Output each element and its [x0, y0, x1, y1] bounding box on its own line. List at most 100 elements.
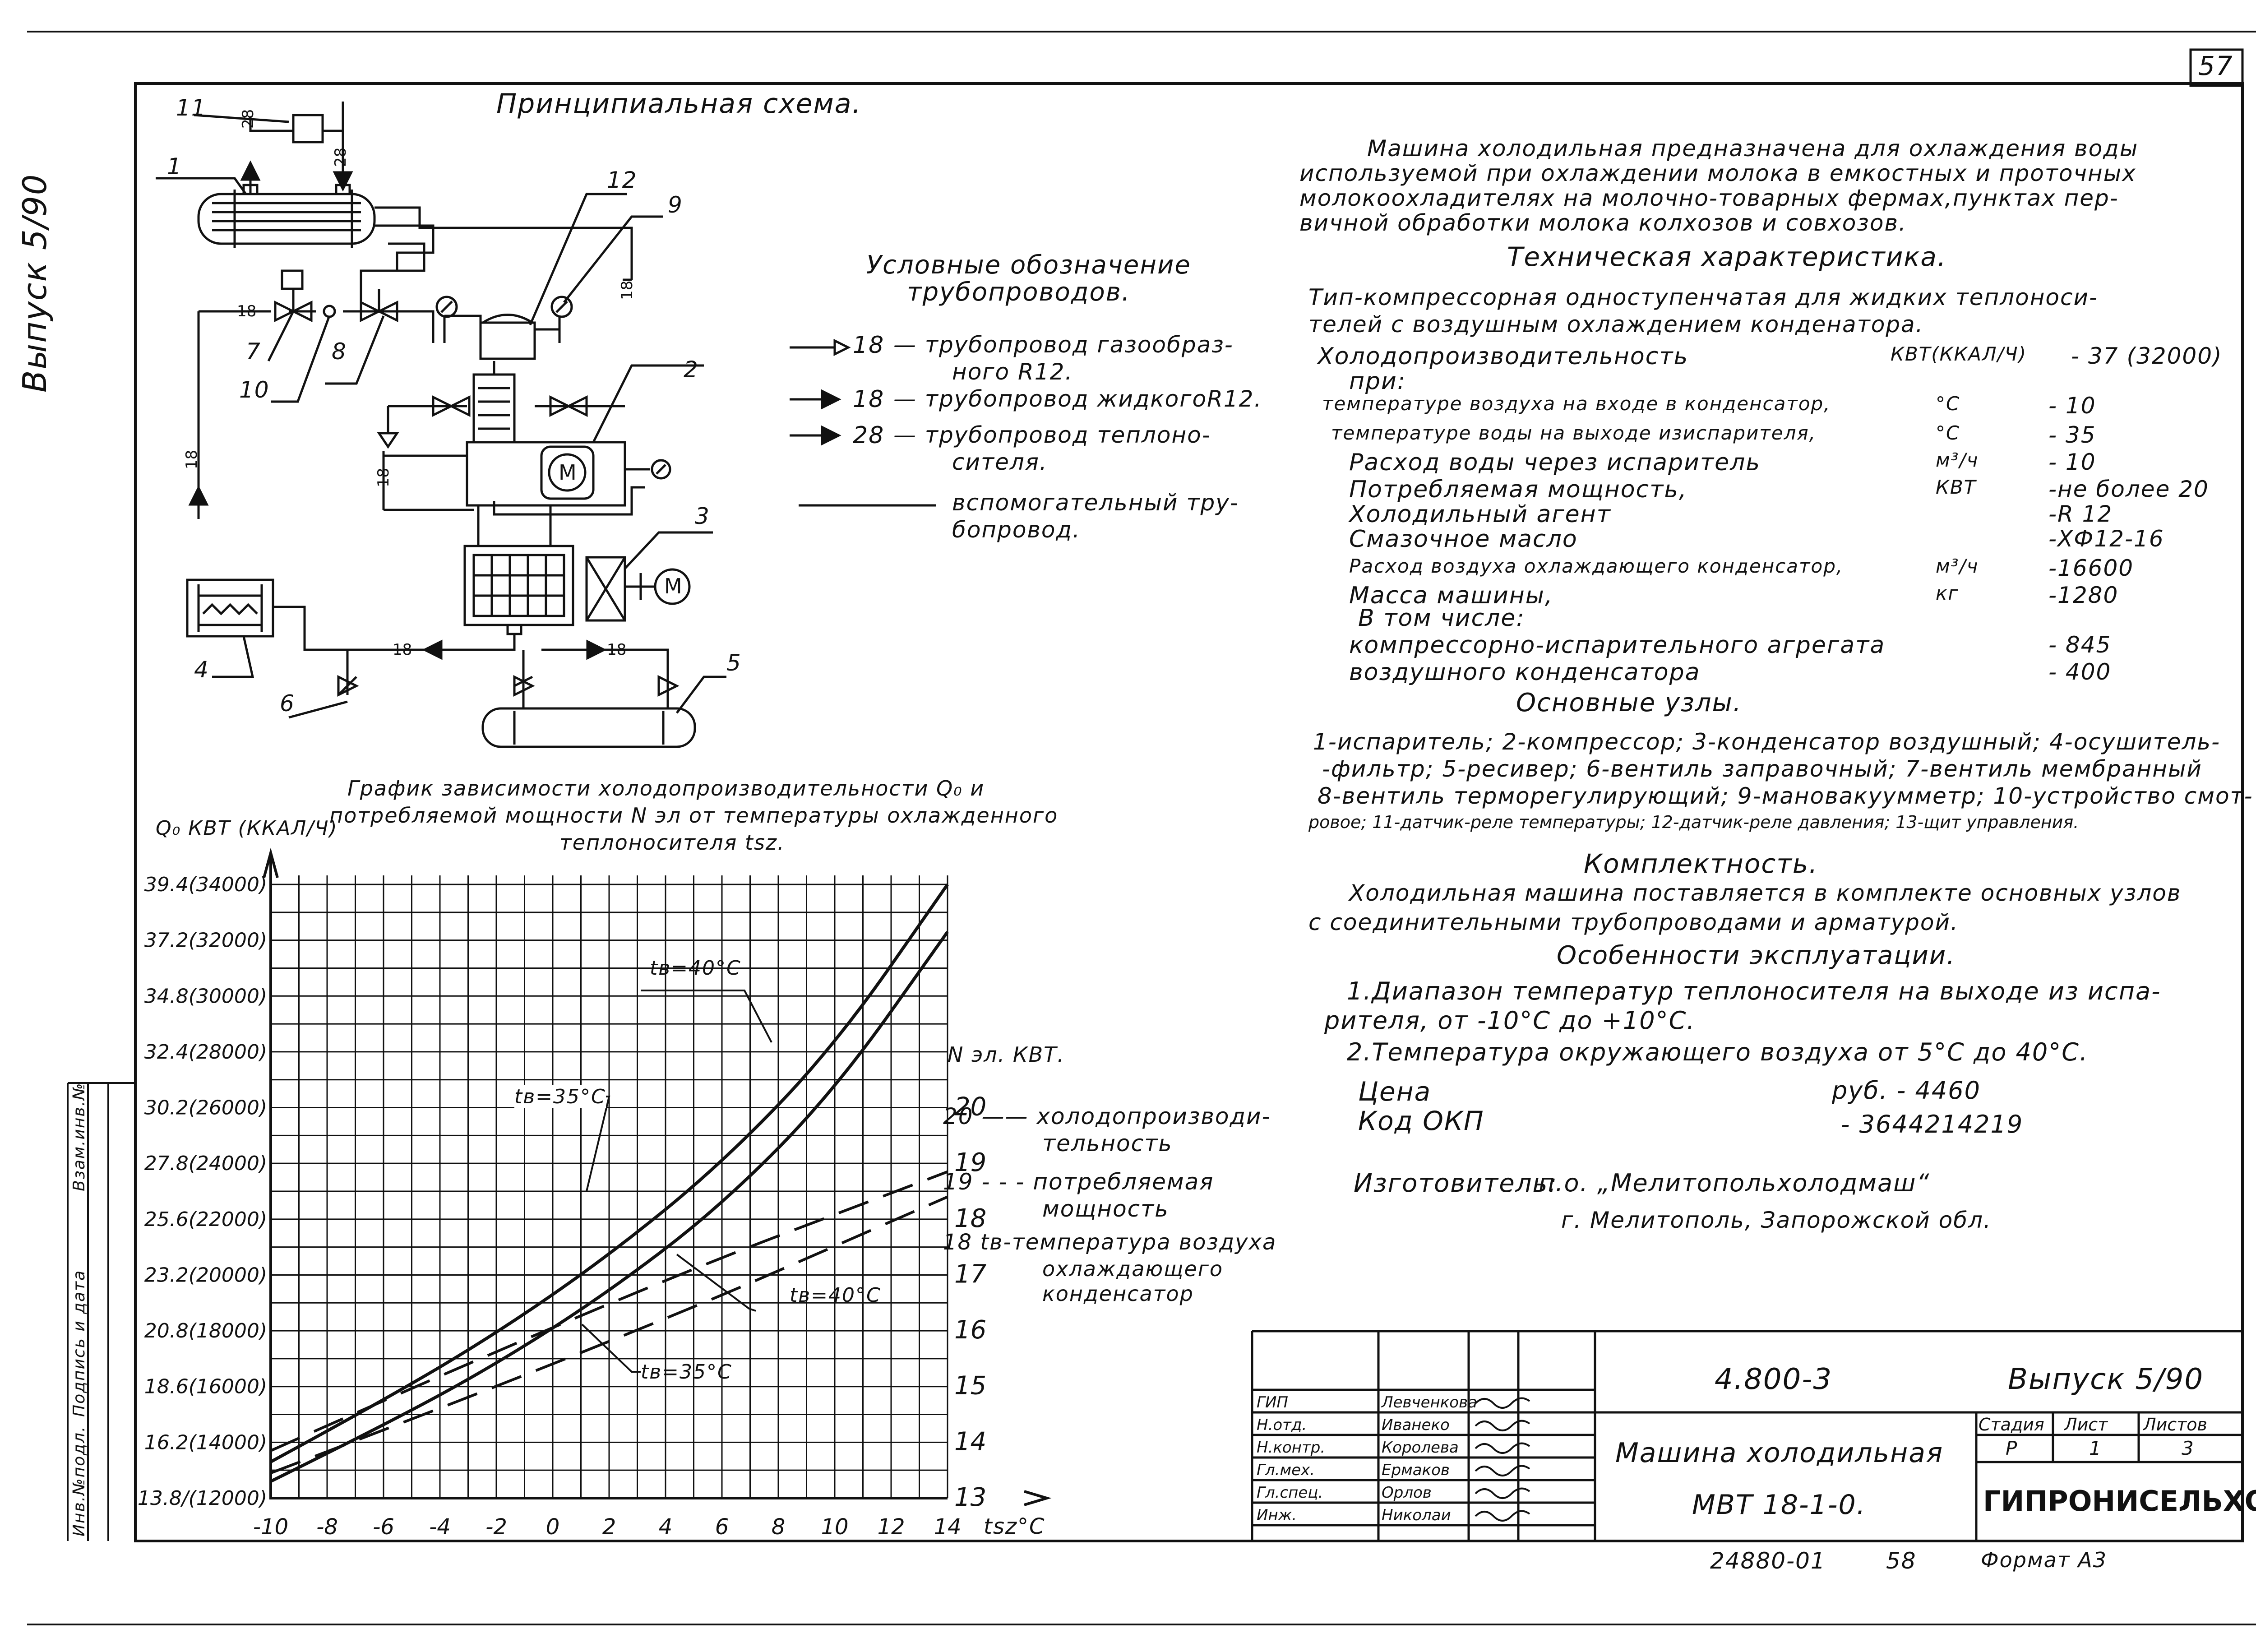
maker-label: Изготовитель:: [1354, 1169, 1558, 1198]
description-line: молокоохладителях на молочно-товарных фе…: [1299, 185, 2119, 211]
stamp-name: Орлов: [1382, 1484, 1432, 1502]
spec-value: -не более 20: [2048, 476, 2209, 502]
y-axis-label: Q₀ КВТ (ККАЛ/Ч): [156, 817, 338, 840]
legend-code: 18: [853, 332, 885, 359]
signature-mark: [1475, 1442, 1530, 1454]
footer-number: 24880-01: [1710, 1548, 1826, 1574]
spec-value: -16600: [2048, 555, 2134, 581]
graph-title: потребляемой мощности N эл от температур…: [329, 803, 1059, 828]
left-strip-sign: Подпись и дата: [70, 1269, 88, 1417]
spec-unit: КВТ(ККАЛ/Ч): [1891, 343, 2027, 365]
series-line-cooling: [270, 883, 949, 1463]
spec-label: Смазочное масло: [1349, 526, 1578, 553]
series-line-power: [270, 1170, 948, 1452]
spec-label: компрессорно-испарительного агрегата: [1349, 632, 1886, 659]
legend-text: — трубопровод теплоно-: [893, 422, 1211, 448]
chart-axes: [263, 847, 1052, 1506]
x-tick-label: -8: [316, 1514, 338, 1540]
left-strip-inv: Инв.№подл.: [70, 1425, 88, 1536]
okp-value: - 3644214219: [1841, 1110, 2024, 1138]
spec-label: при:: [1349, 368, 1406, 395]
signature-mark: [1475, 1397, 1530, 1409]
ops-line: рителя, от -10°С до +10°С.: [1324, 1006, 1696, 1035]
spec-label: Холодильный агент: [1349, 501, 1611, 528]
stamp-role: Н.отд.: [1257, 1416, 1307, 1434]
kit-line: Холодильная машина поставляется в компле…: [1349, 880, 2182, 906]
pipe-label: 18: [237, 302, 257, 320]
page-number-box: [2189, 48, 2244, 87]
stamp-sheets-head: Листов: [2143, 1415, 2207, 1435]
inner-frame: [134, 82, 2244, 1542]
x-tick-label: 8: [772, 1514, 786, 1540]
y2-tick-label: 19: [954, 1148, 986, 1177]
fan-motor-m-label: M: [664, 574, 682, 598]
spec-label: Расход воды через испаритель: [1349, 449, 1761, 476]
graph-title: теплоносителя tsz.: [559, 830, 785, 855]
maker-city: г. Мелитополь, Запорожской обл.: [1561, 1207, 1992, 1233]
annotation-tb40-power: tв=40°С: [790, 1284, 881, 1307]
legend-title: Условные обозначение: [866, 250, 1191, 280]
graph-legend-line2b: мощность: [1042, 1196, 1169, 1222]
pipe-label: 18: [183, 449, 201, 469]
annotation-tb35-cool: tв=35°С: [514, 1085, 606, 1108]
pipe-label: 18: [618, 280, 636, 300]
pipe-label: 28: [239, 109, 257, 129]
stamp-role: Гл.спец.: [1257, 1484, 1323, 1502]
y-tick-label: 30.2(26000): [144, 1097, 267, 1120]
stamp-stage-head: Стадия: [1979, 1415, 2044, 1435]
stamp-code: 4.800-3: [1715, 1363, 1833, 1396]
y-tick-label: 20.8(18000): [144, 1319, 267, 1342]
stamp-name: Иванеко: [1382, 1416, 1450, 1434]
spec-label: Масса машины,: [1349, 582, 1553, 609]
stamp-lines: [1251, 1330, 2242, 1541]
x-tick-label: 0: [546, 1514, 560, 1540]
ops-title: Особенности эксплуатации.: [1557, 941, 1956, 970]
tech-intro: Тип-компрессорная одноступенчатая для жи…: [1308, 284, 2099, 310]
stamp-name: Николаи: [1382, 1506, 1451, 1524]
spec-unit: м³/ч: [1936, 449, 1979, 471]
signature-mark: [1475, 1510, 1530, 1522]
left-strip-frame: [67, 1082, 135, 1541]
graph-legend-line3: 18 tв-температура воздуха: [943, 1230, 1277, 1255]
y-tick-label: 27.8(24000): [144, 1152, 267, 1175]
stamp-issue: Выпуск 5/90: [2008, 1363, 2204, 1396]
page-number: 57: [2198, 51, 2233, 81]
y-axis-label-1: Q₀ КВТ (ККАЛ/Ч): [156, 817, 338, 840]
ops-line: 2.Температура окружающего воздуха от 5°С…: [1347, 1038, 2089, 1066]
x-tick-label: 10: [821, 1514, 848, 1540]
stamp-sheet-head: Лист: [2064, 1415, 2108, 1435]
graph-legend-line2: 19 - - - потребляемая: [943, 1169, 1214, 1195]
y-tick-label: 13.8/(12000): [138, 1487, 267, 1510]
stamp-org: ГИПРОНИСЕЛЬХОЗ: [1983, 1485, 2256, 1518]
okp-label: Код ОКП: [1358, 1106, 1484, 1136]
graph-legend-line1: 20 —— холодопроизводи-: [943, 1103, 1271, 1129]
stamp-role: Инж.: [1257, 1506, 1297, 1524]
pipe-label: 18: [374, 467, 393, 487]
description-line: Машина холодильная предназначена для охл…: [1367, 135, 2139, 162]
description-line: вичной обработки молока колхозов и совхо…: [1299, 210, 1907, 236]
stamp-name: Ермаков: [1382, 1461, 1450, 1479]
series-line-power: [270, 1195, 948, 1475]
spec-label: Холодопроизводительность: [1318, 343, 1689, 370]
spec-label: воздушного конденсатора: [1349, 659, 1701, 686]
spec-label: температуре воздуха на входе в конденсат…: [1322, 393, 1831, 415]
units-title: Основные узлы.: [1516, 688, 1742, 717]
pipe-label: 18: [393, 641, 412, 659]
spec-value: - 37 (32000): [2071, 343, 2223, 369]
maker-value: п.о. „Мелитопольхолодмаш“: [1539, 1169, 1930, 1197]
spec-unit: °С: [1936, 393, 1960, 415]
series-line-cooling: [270, 931, 949, 1483]
price-label: Цена: [1358, 1076, 1432, 1107]
x-tick-label: 12: [877, 1514, 905, 1540]
spec-label: Расход воздуха охлаждающего конденсатор,: [1349, 555, 1844, 577]
y2-tick-label: 16: [954, 1315, 986, 1345]
y2-tick-label: 14: [954, 1427, 986, 1456]
legend-text: бопровод.: [952, 517, 1081, 543]
units-line: 1-испаритель; 2-компрессор; 3-конденсато…: [1313, 729, 2220, 755]
y-tick-label: 37.2(32000): [144, 929, 267, 952]
left-strip-vzam: Взам.инв.№: [70, 1082, 88, 1191]
stamp-title-2: МВТ 18-1-0.: [1692, 1489, 1866, 1521]
legend-lines: [790, 338, 936, 507]
